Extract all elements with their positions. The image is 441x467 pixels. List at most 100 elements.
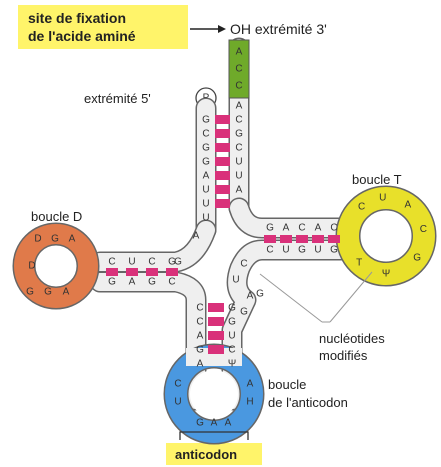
t-loop-nt: Ψ [382,269,390,280]
anticodon-stem-left-nt: G [196,345,204,356]
anticodon-stem-left-nt: A [197,359,204,370]
acceptor-left-nt: G [202,157,210,168]
acceptor-right-nt: G [235,129,243,140]
anticodon-loop-left-nt: C [174,379,181,390]
anticodon-loop-right-nt: A [247,379,254,390]
d-loop-bottom-nt: A [63,287,70,298]
acceptor-right-nt: U [235,157,242,168]
t-loop-nt: C [358,201,365,212]
t-arm-top-nt: A [283,223,290,234]
variable-loop-nt: C [240,259,247,270]
acceptor-3prime-nt: C [235,64,242,75]
anticodon-loop-right-nt: H [246,397,253,408]
boucle-t-label: boucle T [352,172,402,187]
anticodon-base-pair [208,317,224,326]
anticodon-loop-label-line1: boucle [268,377,306,392]
d-arm-base-pair [146,268,158,276]
t-loop-nt: G [413,252,421,263]
anticodon-loop-label-line2: de l'anticodon [268,395,348,410]
anticodon-base-pair [208,303,224,312]
acceptor-base-pair [215,143,230,152]
arrow-head [218,25,226,33]
anticodon-label: anticodon [175,447,237,462]
t-loop-center [362,212,410,260]
variable-loop-nt: U [232,275,239,286]
anticodon-loop-left-nt: U [174,397,181,408]
anticodon-stem-left-nt: C [196,317,203,328]
acceptor-right-nt: C [235,115,242,126]
end-5-label: extrémité 5' [84,91,151,106]
t-arm-bottom-nt: G [298,245,306,256]
junction-a-nt: A [193,231,200,242]
t-arm-bottom-nt: U [314,245,321,256]
site-label-line1: site de fixation [28,10,126,26]
acceptor-base-pair [215,199,230,208]
anticodon-stem-right-nt: C [228,345,235,356]
t-arm-bottom-nt: U [282,245,289,256]
d-arm-top-nt: C [108,257,115,268]
oh-3-end-label: OH extrémité 3' [230,21,327,37]
d-loop-bottom-nt: G [44,287,52,298]
variable-loop-nt: G [256,289,264,300]
anticodon-stem-right-nt: G [228,303,236,314]
d-loop-left-nt: D [28,261,35,272]
anticodon-base-pairs [208,303,224,354]
d-loop-top-nt: A [69,234,76,245]
acceptor-left-nt: G [202,115,210,126]
t-loop-nt: C [420,224,427,235]
junction-g-nt: G [174,257,182,268]
anticodon-stem-left-nt: A [197,331,204,342]
d-loop-top-nt: G [51,234,59,245]
boucle-d-label: boucle D [31,209,82,224]
anticodon-stem-right-nt: U [228,331,235,342]
d-arm-bottom-nt: C [168,277,175,288]
acceptor-left-nt: U [202,199,209,210]
modified-nt-label-line1: nucléotides [319,331,385,346]
acceptor-base-pairs [215,115,230,208]
acceptor-base-pair [215,157,230,166]
site-label-line2: de l'acide aminé [28,28,136,44]
d-arm-bottom-nt: G [108,277,116,288]
anticodon-stem-left-nt: C [196,303,203,314]
d-arm-base-pair [126,268,138,276]
acceptor-right-nt: U [235,171,242,182]
t-arm-base-pair [312,235,324,243]
t-loop-nt: U [379,193,386,204]
acceptor-base-pair [215,115,230,124]
t-arm-bottom-nt: C [266,245,273,256]
acceptor-base-pair [215,129,230,138]
acceptor-base-pair [215,171,230,180]
anticodon-base-nt: G [196,418,204,429]
anticodon-base-nt: A [211,418,218,429]
t-arm-top-nt: C [330,223,337,234]
acceptor-left-nt: U [202,213,209,224]
variable-loop-nt: A [247,291,254,302]
t-arm-top-nt: A [315,223,322,234]
d-arm-bottom-nt: A [129,277,136,288]
acceptor-right-nt: A [236,101,243,112]
t-arm-base-pairs [264,235,340,243]
acceptor-left-nt: U [202,185,209,196]
t-arm-base-pair [328,235,340,243]
d-loop-bottom-nt: G [26,287,34,298]
acceptor-base-pair [215,185,230,194]
acceptor-right-nt: A [236,185,243,196]
d-loop-center [36,246,76,286]
anticodon-stem-right-nt: Ψ [228,359,236,370]
modified-nt-label-line2: modifiés [319,348,368,363]
d-loop-top-nt: D [34,234,41,245]
acceptor-3prime-nt: C [235,81,242,92]
anticodon-base-nt: A [225,418,232,429]
t-arm-base-pair [280,235,292,243]
t-arm-base-pair [296,235,308,243]
t-arm-base-pair [264,235,276,243]
anticodon-stem-right-nt: G [228,317,236,328]
t-loop-nt: T [356,257,362,268]
anticodon-base-pair [208,345,224,354]
anticodon-loop-center [190,370,238,418]
anticodon-base-pair [208,331,224,340]
t-loop-nt: A [404,199,411,210]
acceptor-right-nt: C [235,143,242,154]
